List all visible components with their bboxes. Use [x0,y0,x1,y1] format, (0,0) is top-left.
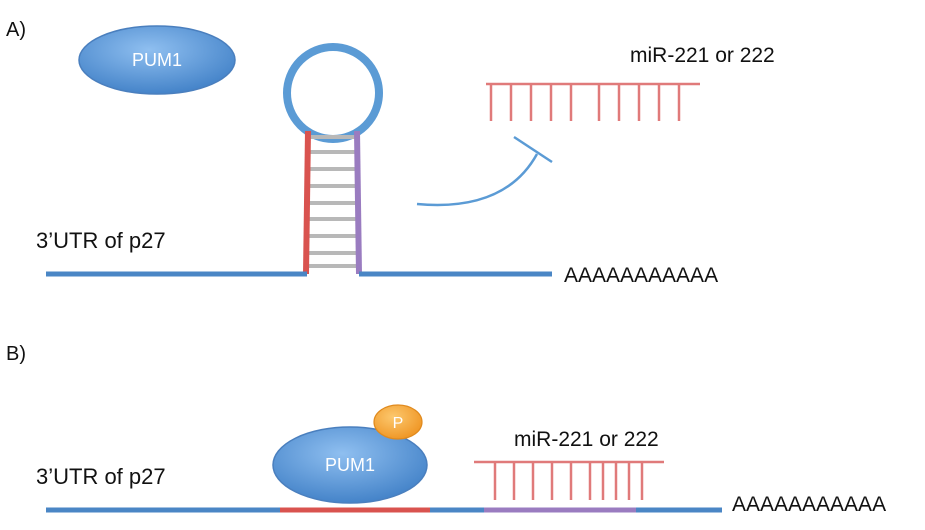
polya-tail-b: AAAAAAAAAAA [732,493,886,516]
mirna-label-a: miR-221 or 222 [630,44,775,67]
stem-purple-strand [354,130,362,275]
pum1-ellipse-b [272,426,428,504]
mirna-label-b: miR-221 or 222 [514,428,659,451]
panel-b-label: B) [6,343,26,365]
panel-b: B) 3’UTR of p27 AAAAAAAAAAA PUM1 P [6,343,886,516]
inhibition-bar [513,135,553,164]
polya-tail-a: AAAAAAAAAAA [564,264,718,287]
phosphate-ellipse [373,404,423,440]
panel-a: A) PUM1 3’UTR of p2 [6,19,775,287]
phosphate-group: P [373,404,423,440]
utr-label-b: 3’UTR of p27 [36,464,166,489]
pum1-protein-b: PUM1 [272,426,428,504]
pum1-label-b: PUM1 [325,455,375,475]
inhibition-curve [416,153,539,207]
phosphate-label: P [393,415,404,432]
stem-rungs [309,135,356,268]
stem-loop [283,43,383,275]
panel-a-label: A) [6,19,26,41]
stem-red-strand [303,130,311,275]
pum1-protein-a: PUM1 [78,25,236,95]
pum1-ellipse-a [78,25,236,95]
inhibition-arrow [416,135,553,207]
utr-label-a: 3’UTR of p27 [36,228,166,253]
mirna-b [474,460,664,500]
mirna-a [486,82,700,121]
pum1-label-a: PUM1 [132,50,182,70]
hairpin-loop [283,43,383,143]
